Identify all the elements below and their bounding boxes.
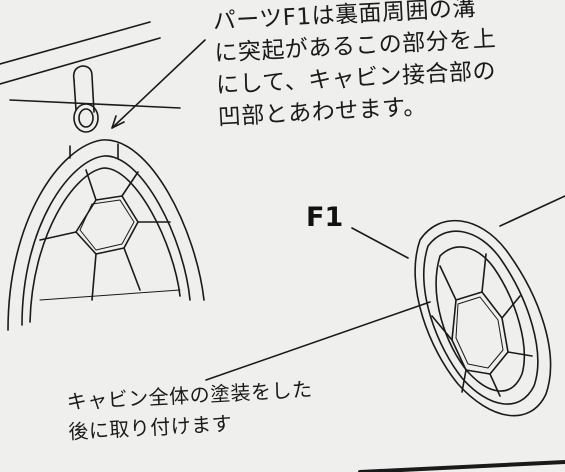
mounting-tab	[72, 65, 99, 133]
installed-window	[7, 139, 205, 331]
painting-instruction-note: キャビン全体の塗装をした 後に取り付けます	[66, 374, 315, 447]
leader-line-f1	[351, 227, 409, 259]
arrowhead-top	[111, 115, 125, 129]
leader-line-top	[111, 39, 206, 129]
part-label-f1: F1	[306, 202, 344, 233]
cabin-edge-line	[499, 195, 565, 227]
mounting-instruction-note: パーツF1は裏面周囲の溝 に突起があるこの部分を上 にして、キャビン接合部の 凹…	[212, 0, 500, 134]
cabin-frame-lines	[0, 21, 181, 109]
window-part-f1	[414, 219, 552, 417]
bottom-rule	[358, 460, 565, 472]
leader-line-bottom	[205, 301, 431, 381]
